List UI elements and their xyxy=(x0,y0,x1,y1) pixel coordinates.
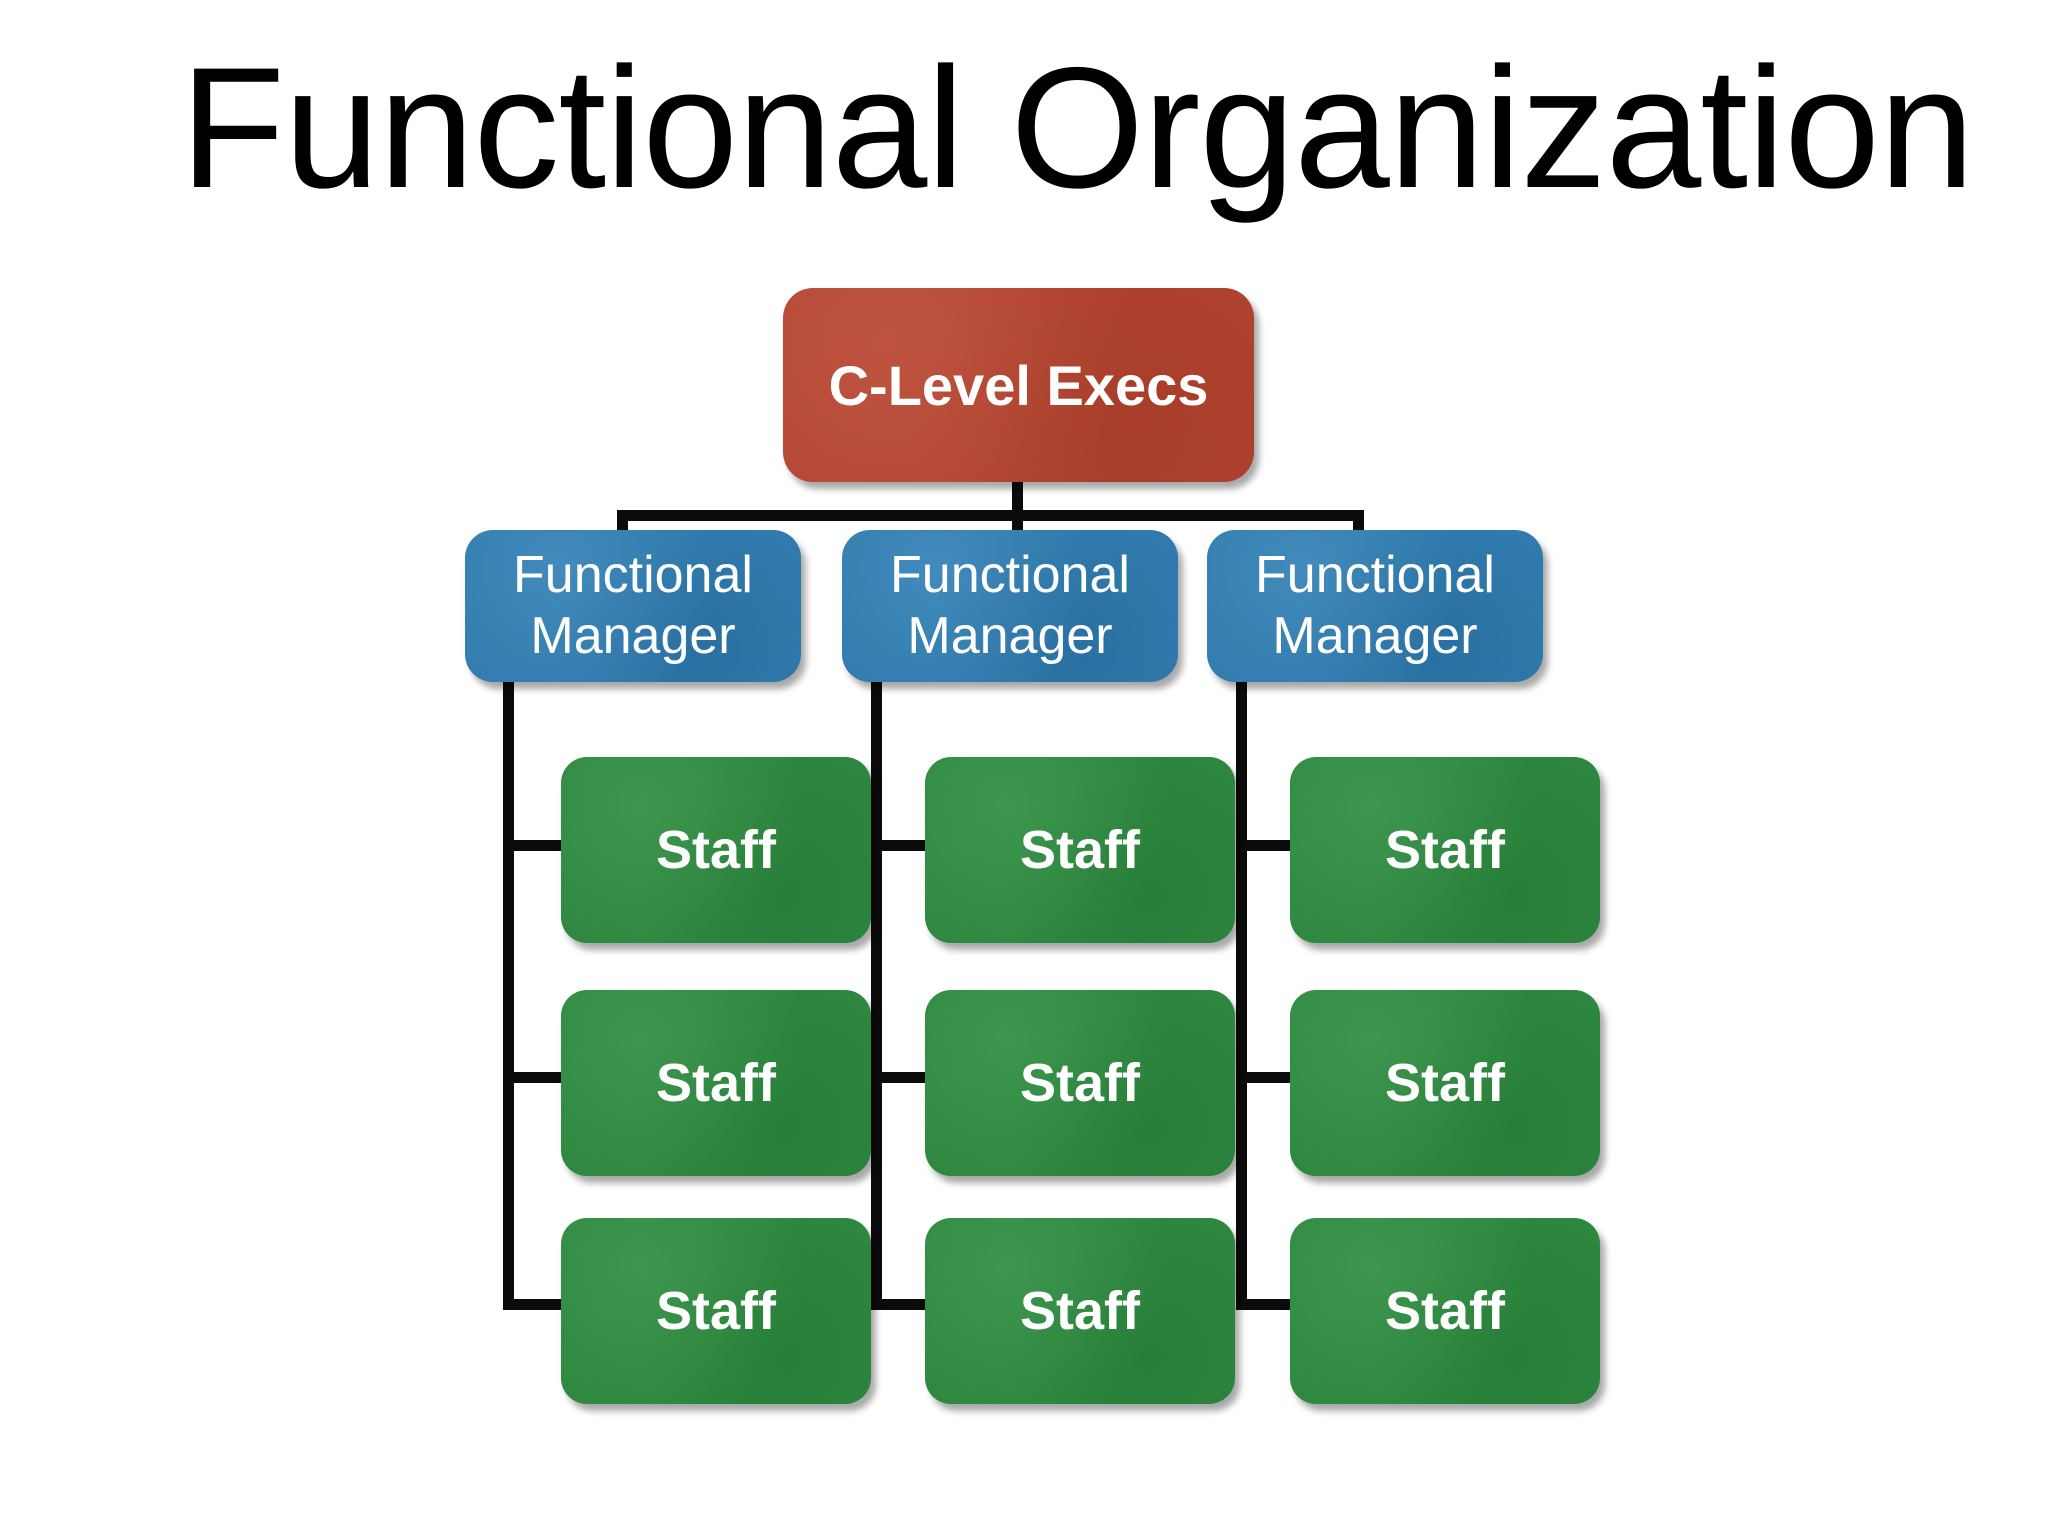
connector-stub-3-3 xyxy=(1236,1299,1294,1310)
connector-spine-manager-1 xyxy=(503,662,514,1310)
node-staff-3-3[interactable]: Staff xyxy=(1290,1218,1600,1404)
node-staff-3-2[interactable]: Staff xyxy=(1290,990,1600,1176)
node-functional-manager-1[interactable]: Functional Manager xyxy=(465,530,801,682)
node-c-level-execs[interactable]: C-Level Execs xyxy=(783,288,1254,482)
node-label-staff-3-1: Staff xyxy=(1385,820,1505,880)
node-label-staff-3-3: Staff xyxy=(1385,1281,1505,1341)
node-staff-1-2[interactable]: Staff xyxy=(561,990,871,1176)
connector-stub-3-1 xyxy=(1236,840,1294,851)
connector-stub-2-3 xyxy=(871,1299,929,1310)
connector-exec-bus xyxy=(617,510,1364,521)
node-label-staff-2-2: Staff xyxy=(1020,1053,1140,1113)
connector-exec-to-manager-3 xyxy=(1353,510,1364,535)
node-label-staff-3-2: Staff xyxy=(1385,1053,1505,1113)
node-label-staff-2-1: Staff xyxy=(1020,820,1140,880)
node-label-functional-manager-3: Functional Manager xyxy=(1255,545,1495,665)
connector-stub-1-1 xyxy=(503,840,565,851)
node-label-c-level-execs: C-Level Execs xyxy=(828,353,1209,417)
node-staff-2-1[interactable]: Staff xyxy=(925,757,1235,943)
connector-stub-1-2 xyxy=(503,1072,565,1083)
node-label-functional-manager-2: Functional Manager xyxy=(890,545,1130,665)
node-staff-3-1[interactable]: Staff xyxy=(1290,757,1600,943)
node-functional-manager-2[interactable]: Functional Manager xyxy=(842,530,1178,682)
node-label-staff-1-2: Staff xyxy=(656,1053,776,1113)
node-staff-2-2[interactable]: Staff xyxy=(925,990,1235,1176)
node-staff-2-3[interactable]: Staff xyxy=(925,1218,1235,1404)
node-staff-1-1[interactable]: Staff xyxy=(561,757,871,943)
connector-exec-to-manager-2 xyxy=(1012,510,1023,535)
node-staff-1-3[interactable]: Staff xyxy=(561,1218,871,1404)
node-label-staff-2-3: Staff xyxy=(1020,1281,1140,1341)
page-title: Functional Organization xyxy=(180,32,1975,224)
connector-stub-3-2 xyxy=(1236,1072,1294,1083)
connector-stub-2-2 xyxy=(871,1072,929,1083)
connector-stub-2-1 xyxy=(871,840,929,851)
connector-exec-to-manager-1 xyxy=(617,510,628,535)
connector-spine-manager-3 xyxy=(1236,662,1247,1310)
connector-spine-manager-2 xyxy=(871,662,882,1310)
node-label-staff-1-1: Staff xyxy=(656,820,776,880)
node-label-functional-manager-1: Functional Manager xyxy=(513,545,753,665)
node-functional-manager-3[interactable]: Functional Manager xyxy=(1207,530,1543,682)
node-label-staff-1-3: Staff xyxy=(656,1281,776,1341)
connector-stub-1-3 xyxy=(503,1299,565,1310)
